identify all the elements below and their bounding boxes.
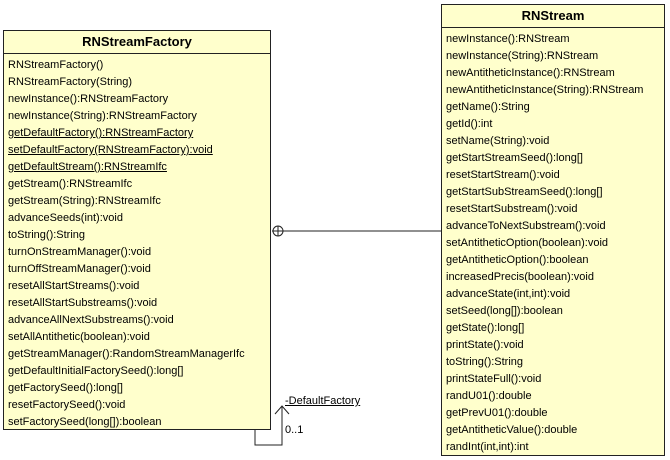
method-item: getStream(String):RNStreamIfc — [8, 195, 161, 207]
method-item: getAntitheticOption():boolean — [446, 254, 589, 266]
method-item: turnOffStreamManager():void — [8, 263, 151, 275]
nesting-circle-plus-icon — [272, 225, 284, 237]
method-item: newAntitheticInstance():RNStream — [446, 67, 615, 79]
self-association-arrowhead-icon — [274, 405, 290, 415]
method-item: getAntitheticValue():double — [446, 424, 578, 436]
method-item: getPrevU01():double — [446, 407, 548, 419]
method-item: getDefaultInitialFactorySeed():long[] — [8, 365, 184, 377]
method-item: resetAllStartSubstreams():void — [8, 297, 158, 309]
method-item: resetFactorySeed():void — [8, 399, 126, 411]
method-item: turnOnStreamManager():void — [8, 246, 152, 258]
method-item: getStartStreamSeed():long[] — [446, 152, 583, 164]
method-item: getStreamManager():RandomStreamManagerIf… — [8, 348, 245, 360]
method-item: randInt(int,int):int — [446, 441, 529, 453]
method-item: resetAllStartStreams():void — [8, 280, 140, 292]
association-role-label: -DefaultFactory — [285, 395, 361, 407]
method-item: randU01():double — [446, 390, 532, 402]
method-item: setFactorySeed(long[]):boolean — [8, 416, 162, 428]
method-item: getState():long[] — [446, 322, 525, 334]
method-item: RNStreamFactory(String) — [8, 76, 133, 88]
method-item: getDefaultStream():RNStreamIfc — [8, 161, 167, 173]
method-item: RNStreamFactory() — [8, 59, 104, 71]
method-list: RNStreamFactory() RNStreamFactory(String)… — [4, 54, 270, 431]
method-item: getName():String — [446, 101, 530, 113]
method-item: resetStartSubstream():void — [446, 203, 578, 215]
method-item: setSeed(long[]):boolean — [446, 305, 563, 317]
method-item: newAntitheticInstance(String):RNStream — [446, 84, 644, 96]
method-item: printStateFull():void — [446, 373, 542, 385]
method-item: setAntitheticOption(boolean):void — [446, 237, 609, 249]
method-item: getStream():RNStreamIfc — [8, 178, 133, 190]
method-item: resetStartStream():void — [446, 169, 560, 181]
method-item: advanceState(int,int):void — [446, 288, 571, 300]
method-item: newInstance():RNStreamFactory — [8, 93, 169, 105]
method-item: newInstance(String):RNStream — [446, 50, 599, 62]
association-multiplicity-label: 0..1 — [285, 424, 304, 436]
method-list: newInstance():RNStream newInstance(String… — [442, 28, 664, 456]
method-item: setDefaultFactory(RNStreamFactory):void — [8, 144, 213, 156]
method-item: printState():void — [446, 339, 524, 351]
method-item: getFactorySeed():long[] — [8, 382, 123, 394]
method-item: advanceToNextSubstream():void — [446, 220, 606, 232]
method-item: newInstance():RNStream — [446, 33, 570, 45]
method-item: increasedPrecis(boolean):void — [446, 271, 594, 283]
method-item: setName(String):void — [446, 135, 550, 147]
rnstreamfactory-class[interactable]: RNStreamFactory RNStreamFactory()RNStrea… — [3, 30, 271, 430]
class-name: RNStream — [442, 5, 664, 28]
method-item: advanceSeeds(int):void — [8, 212, 123, 224]
self-association-line — [254, 406, 283, 446]
method-item: toString():String — [8, 229, 86, 241]
class-name: RNStreamFactory — [4, 31, 270, 54]
method-item: toString():String — [446, 356, 524, 368]
method-item: newInstance(String):RNStreamFactory — [8, 110, 197, 122]
method-item: getId():int — [446, 118, 493, 130]
method-item: setAllAntithetic(boolean):void — [8, 331, 150, 343]
method-item: getDefaultFactory():RNStreamFactory — [8, 127, 194, 139]
method-item: getStartSubStreamSeed():long[] — [446, 186, 603, 198]
method-item: advanceAllNextSubstreams():void — [8, 314, 174, 326]
